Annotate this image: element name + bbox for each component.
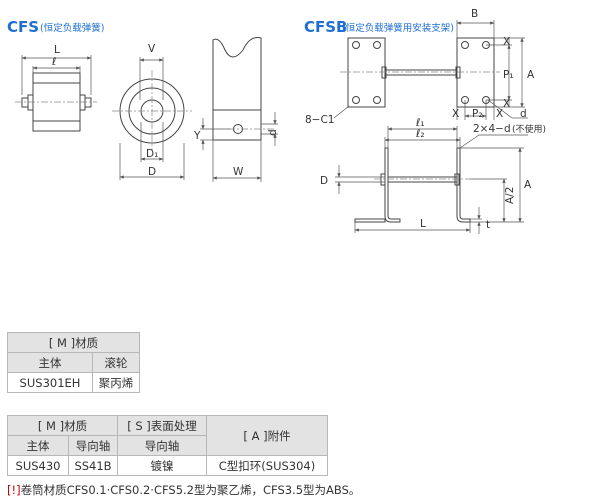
technical-drawing: CFS (恒定负载弹簧) L ℓ V D₁ D — [7, 8, 546, 234]
cfs-subtitle: (恒定负载弹簧) — [40, 22, 104, 34]
cfsb-dim-t: t — [486, 219, 490, 231]
cfs-dim-W: W — [233, 166, 244, 178]
cfsb-dim-L: L — [420, 218, 426, 230]
cfs-spring-view — [200, 37, 278, 182]
cfs-dim-D: D — [148, 166, 156, 178]
material-table-cfsb: [ M ]材质 [ S ]表面处理 [ A ]附件 主体 导向轴 导向轴 SUS… — [7, 415, 328, 476]
cfs-front-view — [15, 55, 97, 132]
cfsb-side-view — [335, 126, 528, 234]
cfsb-dim-d: d — [520, 108, 527, 120]
table2-header-shaft: 导向轴 — [68, 435, 118, 456]
cfs-side-view — [112, 57, 192, 180]
cfsb-dim-P1: P₁ — [503, 69, 514, 81]
cfsb-dim-X-right: X — [496, 108, 503, 120]
cfsb-dim-l2: ℓ₂ — [415, 128, 425, 140]
cfsb-holes-note: (不使用) — [512, 123, 546, 135]
cfsb-dim-D: D — [320, 175, 328, 187]
cfs-dim-V: V — [148, 43, 156, 55]
cfs-dim-D1: D₁ — [146, 148, 158, 160]
cfsb-dim-A-top: A — [527, 69, 535, 81]
cfsb-chamfer-label: 8−C1 — [305, 114, 335, 126]
cfsb-title: CFSB — [304, 18, 348, 36]
table2-surface-caption: [ S ]表面处理 — [117, 415, 207, 436]
table2-value-attachment: C型扣环(SUS304) — [206, 455, 328, 476]
table2-header-body: 主体 — [7, 435, 69, 456]
table2-value-shaft: SS41B — [68, 455, 118, 476]
warning-mark: [!] — [7, 483, 21, 497]
table2-value-surface: 镀镍 — [117, 455, 207, 476]
table1-value-body: SUS301EH — [7, 372, 93, 393]
cfsb-dim-P2: P₂ — [472, 108, 483, 120]
cfs-dim-l: ℓ — [51, 56, 56, 68]
table1-value-roller: 聚丙烯 — [92, 372, 140, 393]
table2-header-shaft-surface: 导向轴 — [117, 435, 207, 456]
table2-attachment-caption: [ A ]附件 — [206, 415, 328, 456]
footnote: [!]卷筒材质CFS0.1·CFS0.2·CFS5.2型为聚乙烯，CFS3.5型… — [7, 482, 360, 498]
footnote-text: 卷筒材质CFS0.1·CFS0.2·CFS5.2型为聚乙烯，CFS3.5型为AB… — [20, 483, 361, 497]
table1-header-body: 主体 — [7, 352, 93, 373]
table2-value-body: SUS430 — [7, 455, 69, 476]
cfs-dim-Y: Y — [193, 130, 201, 142]
cfsb-dim-X-top: X — [503, 36, 510, 48]
cfsb-dim-X-bottom: X — [503, 98, 510, 110]
cfsb-holes-label: 2×4−d — [473, 123, 511, 135]
cfs-dim-d: d — [267, 129, 279, 136]
cfsb-dim-B: B — [471, 8, 478, 20]
cfs-dim-L: L — [54, 44, 60, 56]
cfsb-subtitle: (恒定负载弹簧用安装支架) — [342, 22, 454, 34]
cfsb-dim-A-half: A/2 — [504, 187, 516, 204]
table1-caption: [ M ]材质 — [7, 332, 140, 353]
table1-header-roller: 滚轮 — [92, 352, 140, 373]
cfs-title: CFS — [7, 18, 39, 36]
table2-material-caption: [ M ]材质 — [7, 415, 118, 436]
cfsb-dim-X-left: X — [452, 108, 459, 120]
material-table-cfs: [ M ]材质 主体 滚轮 SUS301EH 聚丙烯 — [7, 332, 140, 393]
cfsb-dim-l1: ℓ₁ — [415, 117, 425, 129]
cfsb-dim-A-side: A — [524, 179, 532, 191]
cfsb-front-view — [333, 20, 528, 120]
